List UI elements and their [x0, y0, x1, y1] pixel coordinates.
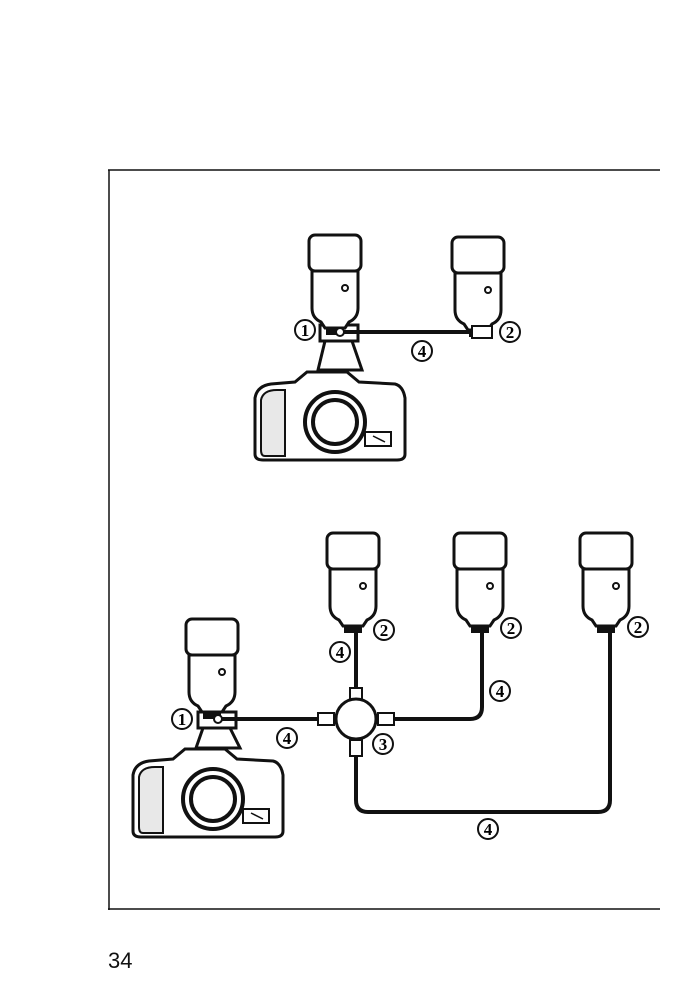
callout-slave-flash-top: 2 [506, 323, 515, 342]
callout-master-flash-bottom: 1 [178, 710, 187, 729]
camera-body-bottom [133, 749, 283, 837]
callout-slave-a: 2 [380, 621, 389, 640]
callout-adapter: 3 [379, 735, 388, 754]
callout-cord-slave-a: 4 [336, 643, 345, 662]
callout-cord-main: 4 [283, 729, 292, 748]
slave-flash-b [454, 533, 506, 633]
cord-slave-b [385, 630, 482, 719]
callout-master-flash-top: 1 [301, 321, 310, 340]
master-flash-top [309, 235, 361, 335]
top-diagram: 1 2 4 [255, 235, 520, 460]
callout-cord-slave-c: 4 [484, 820, 493, 839]
callout-slave-c: 2 [634, 618, 643, 637]
callout-slave-b: 2 [507, 619, 516, 638]
master-flash-bottom [186, 619, 238, 719]
camera-body-top [255, 372, 405, 460]
page-number: 34 [108, 948, 132, 974]
callout-cord-slave-b: 4 [496, 682, 505, 701]
slave-flash-c [580, 533, 632, 633]
multi-connector-adapter [336, 699, 376, 739]
slave-flash-top [452, 237, 504, 337]
callout-cord-top: 4 [418, 342, 427, 361]
bottom-diagram: 1 4 3 2 2 2 4 4 4 [133, 533, 648, 839]
slave-flash-a [327, 533, 379, 633]
